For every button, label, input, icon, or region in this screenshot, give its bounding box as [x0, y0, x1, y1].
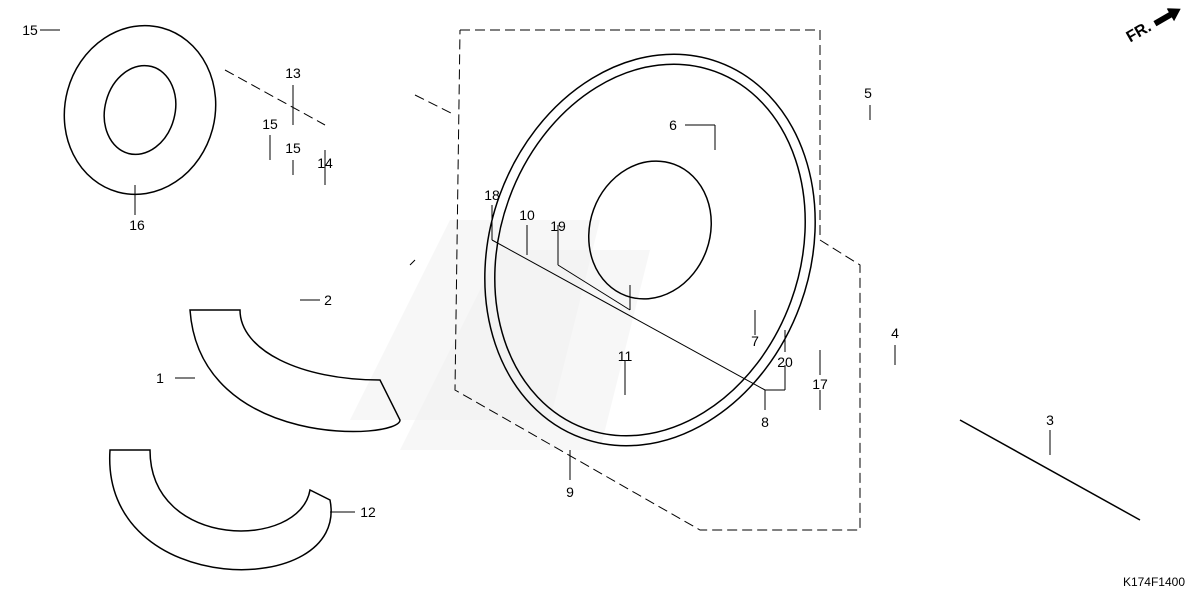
label-2[interactable]: 2	[324, 292, 332, 308]
label-4[interactable]: 4	[891, 325, 899, 341]
label-19[interactable]: 18	[484, 187, 500, 203]
label-14[interactable]: 14	[317, 155, 333, 171]
label-8[interactable]: 8	[761, 414, 769, 430]
label-11[interactable]: 11	[617, 348, 633, 364]
label-1[interactable]: 1	[156, 370, 164, 386]
diagram-id-label: K174F1400	[1122, 575, 1185, 589]
label-20b[interactable]: 20	[777, 354, 793, 370]
label-16[interactable]: 16	[129, 217, 145, 233]
label-20a[interactable]: 19	[550, 218, 566, 234]
label-6[interactable]: 6	[669, 117, 677, 133]
label-13[interactable]: 13	[285, 65, 301, 81]
label-3[interactable]: 3	[1046, 412, 1054, 428]
arrow-icon	[1151, 2, 1184, 30]
label-17[interactable]: 15	[22, 22, 38, 38]
label-7[interactable]: 7	[751, 333, 759, 349]
label-12[interactable]: 12	[360, 504, 376, 520]
label-5[interactable]: 5	[864, 85, 872, 101]
front-direction-indicator: FR.	[1124, 1, 1186, 47]
label-15b[interactable]: 15	[285, 140, 301, 156]
label-9[interactable]: 9	[566, 484, 574, 500]
label-18[interactable]: 17	[812, 376, 828, 392]
label-10[interactable]: 10	[519, 207, 535, 223]
label-15a[interactable]: 15	[262, 116, 278, 132]
